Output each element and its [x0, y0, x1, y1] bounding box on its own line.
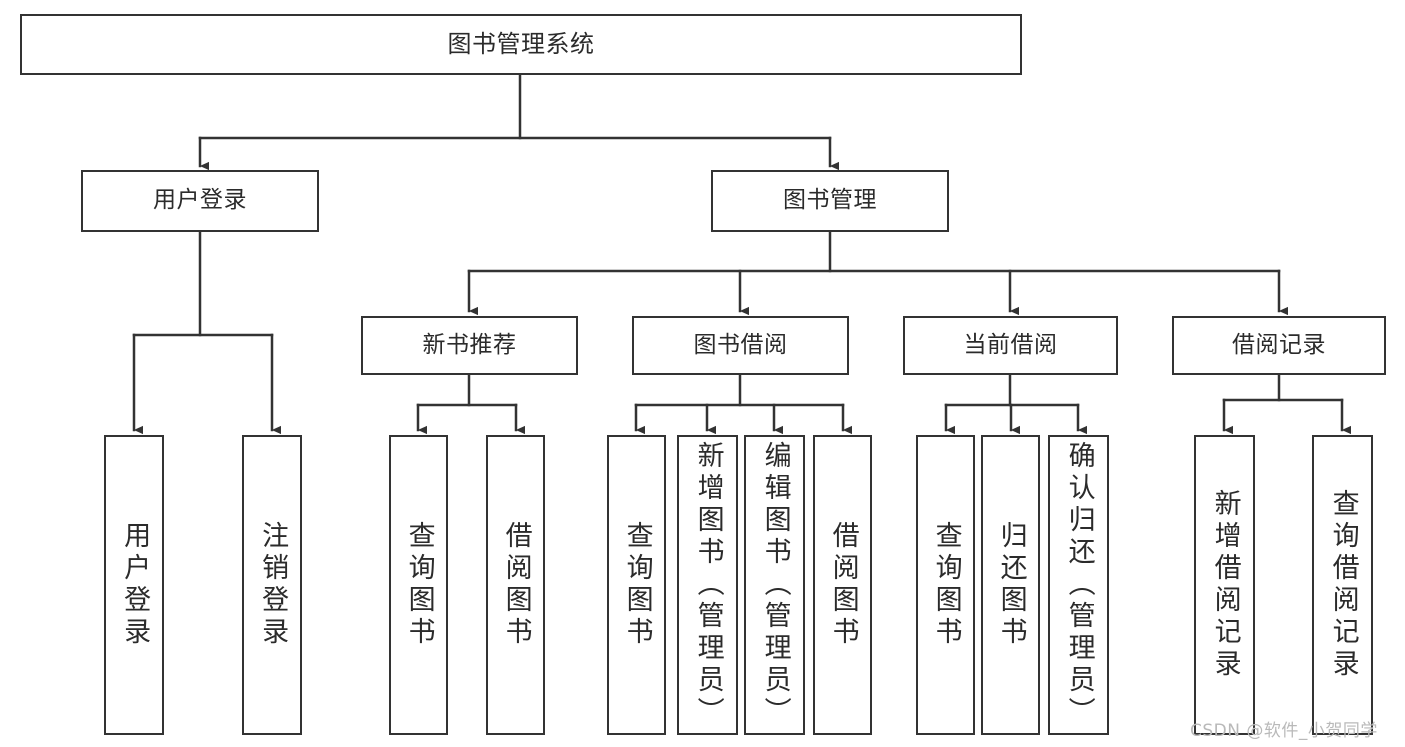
node-borrow-record[interactable]: 借阅记录 [1172, 316, 1386, 375]
node-label: 查询借阅记录 [1327, 489, 1359, 681]
node-label: 借阅图书 [827, 521, 859, 649]
node-leaf-confirm-return-admin[interactable]: 确认归还（管理员） [1048, 435, 1109, 735]
node-leaf-return-book[interactable]: 归还图书 [981, 435, 1040, 735]
node-book-management[interactable]: 图书管理 [711, 170, 949, 232]
node-label: 借阅图书 [500, 521, 532, 649]
node-label: 用户登录 [119, 521, 151, 649]
node-user-login[interactable]: 用户登录 [81, 170, 319, 232]
node-label: 查询图书 [403, 521, 435, 649]
node-label: 当前借阅 [963, 331, 1058, 358]
node-leaf-add-borrow-record[interactable]: 新增借阅记录 [1194, 435, 1255, 735]
node-leaf-query-book-new[interactable]: 查询图书 [389, 435, 448, 735]
node-label: 归还图书 [995, 521, 1027, 649]
node-leaf-borrow-book[interactable]: 借阅图书 [813, 435, 872, 735]
node-label: 借阅记录 [1232, 331, 1326, 358]
csdn-watermark: CSDN @软件_小贺同学 [1190, 721, 1378, 741]
node-leaf-add-book-admin[interactable]: 新增图书（管理员） [677, 435, 738, 735]
node-label: 编辑图书（管理员） [759, 441, 791, 729]
node-label: 查询图书 [621, 521, 653, 649]
node-leaf-edit-book-admin[interactable]: 编辑图书（管理员） [744, 435, 805, 735]
node-label: 图书管理系统 [447, 30, 595, 59]
node-label: 图书借阅 [693, 331, 788, 358]
node-label: 注销登录 [257, 521, 289, 649]
node-leaf-user-login[interactable]: 用户登录 [104, 435, 164, 735]
node-root-book-management-system[interactable]: 图书管理系统 [20, 14, 1022, 75]
node-leaf-borrow-book-new[interactable]: 借阅图书 [486, 435, 545, 735]
node-book-borrow[interactable]: 图书借阅 [632, 316, 849, 375]
node-leaf-query-book-borrow[interactable]: 查询图书 [607, 435, 666, 735]
node-label: 查询图书 [930, 521, 962, 649]
node-leaf-query-borrow-record[interactable]: 查询借阅记录 [1312, 435, 1373, 735]
node-leaf-logout[interactable]: 注销登录 [242, 435, 302, 735]
node-label: 新增借阅记录 [1209, 489, 1241, 681]
node-leaf-query-book-current[interactable]: 查询图书 [916, 435, 975, 735]
node-current-borrow[interactable]: 当前借阅 [903, 316, 1118, 375]
node-label: 确认归还（管理员） [1063, 441, 1095, 729]
node-label: 图书管理 [783, 187, 877, 214]
node-new-book-recommend[interactable]: 新书推荐 [361, 316, 578, 375]
node-label: 新书推荐 [422, 331, 517, 358]
node-label: 用户登录 [153, 187, 247, 214]
node-label: 新增图书（管理员） [692, 441, 724, 729]
